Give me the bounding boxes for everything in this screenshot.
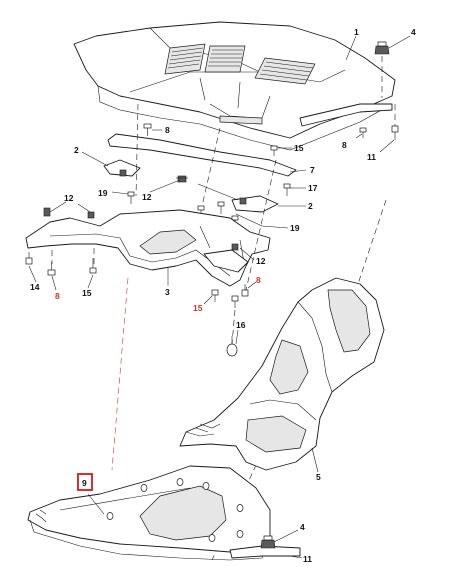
part-5-tunnel-shield	[179, 277, 385, 471]
callout-19-right: 19	[290, 223, 300, 233]
callout-9: 9	[82, 478, 87, 488]
callout-16: 16	[236, 320, 246, 330]
part-8-bolt-a	[143, 123, 152, 136]
callout-8-red-right: 8	[256, 275, 261, 285]
part-4-clip-bottom	[260, 535, 276, 549]
part-8-bolt-b	[359, 127, 367, 138]
part-9-lower-shield	[27, 465, 271, 561]
callout-7: 7	[310, 165, 315, 175]
callout-19-left: 19	[98, 188, 108, 198]
part-15-bolt-upper	[270, 145, 278, 156]
callout-14: 14	[30, 282, 40, 292]
part-2-bracket-left	[103, 159, 141, 177]
part-3-crossmember	[25, 209, 271, 287]
callout-3: 3	[165, 287, 170, 297]
part-8-bolt-red-right	[241, 284, 249, 297]
part-bolt-mid-b	[217, 201, 225, 214]
callout-12-mid: 12	[142, 192, 152, 202]
callout-8-top-left: 8	[165, 125, 170, 135]
callout-15-left: 15	[82, 288, 92, 298]
part-12-clip-left2	[87, 211, 95, 219]
callout-8-top-right: 8	[342, 140, 347, 150]
part-19-bolt-left	[127, 191, 135, 204]
vent-right	[254, 57, 316, 85]
part-bolt-right-b	[231, 295, 239, 308]
part-1-upper-shield	[73, 21, 396, 151]
callout-12-right: 12	[256, 256, 266, 266]
callout-8-red-left: 8	[55, 291, 60, 301]
callout-9-highlight-box	[77, 473, 93, 491]
callout-12-left: 12	[64, 193, 74, 203]
callout-11-top: 11	[367, 152, 376, 162]
callout-15-top: 15	[294, 143, 304, 153]
part-17-bolt	[283, 183, 291, 196]
callout-1: 1	[354, 27, 359, 37]
callout-2-right: 2	[308, 201, 313, 211]
callout-4-top: 4	[411, 27, 416, 37]
part-12-clip-right	[231, 243, 239, 251]
part-11-fastener-top	[391, 125, 399, 140]
vent-middle	[204, 45, 246, 73]
part-7-strip	[107, 133, 297, 177]
callout-15-red: 15	[193, 303, 203, 313]
callout-4-bottom: 4	[300, 522, 305, 532]
part-15-bolt-left	[89, 258, 97, 274]
part-14-nut	[25, 252, 33, 265]
part-2-bracket-right	[231, 195, 279, 213]
callout-11-bottom: 11	[303, 554, 312, 564]
callout-5: 5	[316, 472, 321, 482]
part-12-clip-upper	[176, 175, 188, 183]
part-12-clip-left	[43, 207, 51, 217]
callout-17: 17	[308, 183, 318, 193]
part-4-clip-top	[374, 41, 390, 55]
part-15-bolt-right	[211, 289, 219, 302]
part-8-bolt-red-left	[47, 262, 56, 276]
part-16-grommet	[226, 336, 238, 357]
callout-2-left: 2	[74, 145, 79, 155]
vent-left	[164, 43, 206, 75]
